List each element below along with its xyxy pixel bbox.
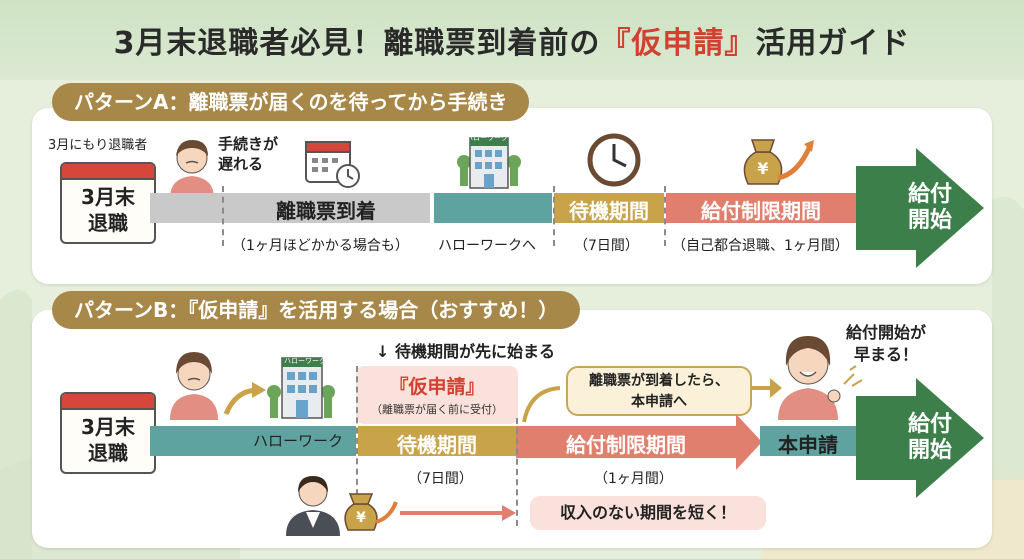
pattern-a-label: パターンA：離職票が届くのを待ってから手続き bbox=[52, 83, 530, 121]
benefit-note-line2: 早まる！ bbox=[854, 345, 919, 364]
worried-person-icon bbox=[170, 140, 214, 198]
note-a-waiting: （7日間） bbox=[574, 238, 639, 254]
worried-person-icon bbox=[170, 352, 218, 420]
bar-b-hellowork bbox=[150, 426, 356, 456]
end-b-line1: 給付 bbox=[907, 412, 952, 437]
title-prefix: 3月末退職者必見！離職票到着前の bbox=[113, 26, 601, 61]
benefit-note-line1: 給付開始が bbox=[846, 323, 927, 342]
calendar-card-b: 3月末退職 bbox=[60, 392, 156, 474]
stage-a-restriction: 給付制限期間 bbox=[701, 199, 821, 223]
note-b-restriction: （1ヶ月間） bbox=[594, 471, 673, 487]
bar-a-restriction bbox=[666, 193, 856, 223]
honshinsei-bubble: 離職票が到着したら、本申請へ bbox=[566, 366, 752, 416]
retiree-note: 3月にもり退職者 bbox=[48, 138, 148, 153]
delay-note: 手続きが遅れる bbox=[218, 134, 278, 174]
bar-a-rishokuhyo bbox=[222, 193, 430, 223]
stage-b-hellowork: ハローワーク bbox=[252, 432, 343, 450]
bar-a-waiting bbox=[554, 193, 664, 223]
bubble-line2: 本申請へ bbox=[631, 394, 687, 410]
shorten-callout: 収入のない期間を短く！ bbox=[530, 496, 766, 530]
bar-a-start bbox=[150, 193, 222, 223]
stage-a-waiting: 待機期間 bbox=[569, 199, 649, 223]
divider-a-1 bbox=[222, 186, 224, 246]
office-sign-a: ハローワーク bbox=[466, 134, 508, 142]
end-a: 給付開始 bbox=[890, 182, 970, 234]
building-icon bbox=[267, 357, 335, 419]
office-sign-b: ハローワーク bbox=[284, 357, 326, 365]
note-b-waiting: （7日間） bbox=[408, 471, 473, 487]
note-a-restriction: （自己都合退職、1ヶ月間） bbox=[672, 238, 849, 254]
title-band bbox=[0, 0, 1024, 80]
money-bag-icon: ¥ bbox=[743, 139, 814, 185]
benefit-earlier-note: 給付開始が早まる！ bbox=[846, 322, 926, 366]
clock-icon bbox=[587, 133, 641, 187]
stage-a-rishokuhyo: 離職票到着 bbox=[276, 199, 376, 223]
benefit-start-arrow-a bbox=[856, 148, 984, 268]
divider-a-2 bbox=[553, 186, 555, 246]
end-b: 給付開始 bbox=[890, 412, 970, 464]
happy-person-icon bbox=[778, 336, 841, 420]
note-a-hellowork: ハローワークへ bbox=[438, 238, 536, 254]
pattern-b-label: パターンB：『仮申請』を活用する場合（おすすめ！） bbox=[52, 291, 581, 329]
sparkle-icon bbox=[843, 365, 863, 387]
bubble-arrow-icon bbox=[752, 378, 782, 398]
building-icon bbox=[457, 137, 521, 189]
bar-a-hellowork bbox=[434, 193, 552, 223]
kari-application-box: 『仮申請』 （離職票が届く前に受付） bbox=[356, 366, 518, 424]
calendar-clock-icon bbox=[305, 141, 360, 188]
divider-a-3 bbox=[664, 186, 666, 246]
delay-note-line1: 手続きが bbox=[218, 135, 279, 153]
stage-b-restriction: 給付制限期間 bbox=[566, 433, 686, 457]
calendar-b-line1: 3月末 bbox=[81, 415, 135, 439]
end-b-line2: 開始 bbox=[907, 438, 952, 463]
calendar-b-line2: 退職 bbox=[88, 441, 128, 465]
title-accent: 『仮申請』 bbox=[600, 26, 756, 61]
bar-b-waiting bbox=[358, 426, 516, 456]
curve-arrow-icon bbox=[522, 386, 561, 423]
end-a-line1: 給付 bbox=[907, 182, 952, 207]
kari-title: 『仮申請』 bbox=[389, 376, 485, 398]
end-a-line2: 開始 bbox=[907, 208, 952, 233]
calendar-card-a: 3月末退職 bbox=[60, 162, 156, 244]
note-a-rishokuhyo: （1ヶ月ほどかかる場合も） bbox=[232, 238, 409, 254]
page-title: 3月末退職者必見！離職票到着前の『仮申請』活用ガイド bbox=[0, 18, 1024, 62]
calendar-a-line2: 退職 bbox=[88, 211, 128, 235]
svg-text:¥: ¥ bbox=[757, 159, 768, 178]
kari-sub: （離職票が届く前に受付） bbox=[371, 403, 503, 416]
stage-b-honshinsei: 本申請 bbox=[778, 433, 838, 457]
businessperson-icon bbox=[286, 476, 340, 536]
benefit-start-arrow-b bbox=[856, 378, 984, 498]
bar-b-honshinsei bbox=[760, 426, 856, 456]
divider-b-2 bbox=[516, 418, 518, 526]
shorten-arrow-icon bbox=[400, 505, 516, 521]
waiting-starts-text: 待機期間が先に始まる bbox=[394, 342, 555, 361]
divider-b-1 bbox=[356, 366, 358, 526]
bubble-line1: 離職票が到着したら、 bbox=[589, 373, 729, 389]
progress-arrow-icon bbox=[223, 382, 266, 416]
delay-note-line2: 遅れる bbox=[218, 155, 264, 173]
title-suffix: 活用ガイド bbox=[755, 26, 911, 61]
money-bag-icon: ¥ bbox=[344, 493, 398, 531]
svg-text:¥: ¥ bbox=[356, 510, 366, 526]
bar-b-restriction bbox=[516, 414, 762, 470]
calendar-a-line1: 3月末 bbox=[81, 185, 135, 209]
stage-b-waiting: 待機期間 bbox=[397, 433, 477, 457]
waiting-starts-note: ↓ 待機期間が先に始まる bbox=[376, 342, 555, 361]
